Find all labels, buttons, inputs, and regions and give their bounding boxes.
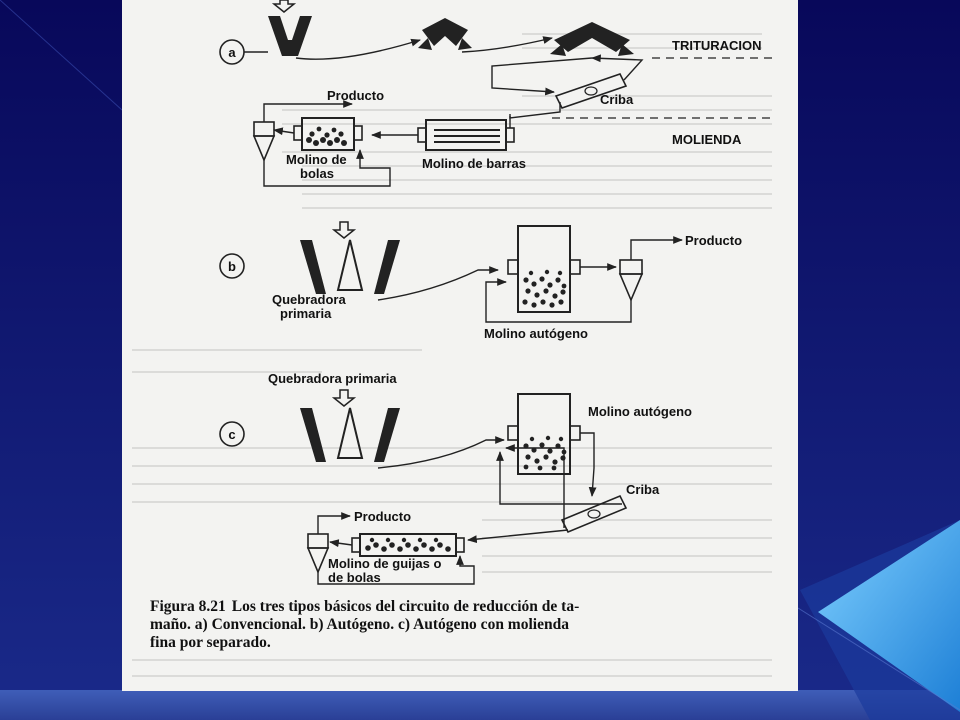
figure-caption: Figura 8.21 Los tres tipos básicos del ci… <box>150 598 780 652</box>
size-reduction-diagram: TRITURACION Criba MOLIENDA a Molino de b… <box>132 0 772 677</box>
circuit-b: b Quebradora primaria <box>219 221 742 341</box>
primary-crusher-c <box>300 407 400 462</box>
primary-crusher-b <box>300 239 400 294</box>
label-producto-b: Producto <box>685 233 742 248</box>
marker-c <box>219 421 245 447</box>
label-molino-guijas-1: Molino de guijas o <box>328 556 441 571</box>
label-molienda: MOLIENDA <box>672 132 742 147</box>
label-criba-c: Criba <box>626 482 660 497</box>
label-molino-autogeno-c: Molino autógeno <box>588 404 692 419</box>
feed-arrow-a <box>271 0 297 13</box>
label-molino-bolas-a2: bolas <box>300 166 334 181</box>
caption-line-3: fina por separado. <box>150 634 271 651</box>
label-molino-guijas-2: de bolas <box>328 570 381 585</box>
ball-mill-a <box>293 117 363 151</box>
label-molino-autogeno-b: Molino autógeno <box>484 326 588 341</box>
label-producto-a: Producto <box>327 88 384 103</box>
marker-b <box>219 253 245 279</box>
autogenous-mill-b <box>507 225 581 313</box>
autogenous-mill-c <box>507 393 581 475</box>
caption-line-2: maño. a) Convencional. b) Autógeno. c) A… <box>150 616 569 633</box>
svg-text:c: c <box>228 427 235 442</box>
circuit-a: TRITURACION Criba MOLIENDA a Molino de b… <box>219 0 772 187</box>
label-molino-barras: Molino de barras <box>422 156 526 171</box>
figure-number: Figura 8.21 <box>150 598 226 615</box>
circuit-c: Quebradora primaria c <box>219 371 692 585</box>
pebble-mill <box>351 533 465 557</box>
cyclone-b <box>618 259 644 303</box>
secondary-crusher-a <box>422 18 468 46</box>
label-trituracion: TRITURACION <box>672 38 762 53</box>
cyclone-a <box>252 121 276 163</box>
svg-text:a: a <box>228 45 236 60</box>
svg-text:b: b <box>228 259 236 274</box>
label-quebradora-b1: Quebradora <box>272 292 346 307</box>
tertiary-crusher-a <box>554 22 630 52</box>
bottom-band <box>0 690 960 720</box>
label-criba-a: Criba <box>600 92 634 107</box>
primary-crusher-a <box>268 16 312 56</box>
cyclone-c <box>306 533 330 575</box>
label-quebradora-c: Quebradora primaria <box>268 371 397 386</box>
caption-line-1: Figura 8.21 Los tres tipos básicos del ci… <box>150 598 780 616</box>
caption-text-1: Los tres tipos básicos del circuito de r… <box>231 598 580 615</box>
label-quebradora-b2: primaria <box>280 306 332 321</box>
screen-c <box>560 494 628 534</box>
scanned-page: TRITURACION Criba MOLIENDA a Molino de b… <box>122 0 798 691</box>
label-molino-bolas-a1: Molino de <box>286 152 347 167</box>
decor-triangle-cyan <box>818 520 960 712</box>
label-producto-c: Producto <box>354 509 411 524</box>
